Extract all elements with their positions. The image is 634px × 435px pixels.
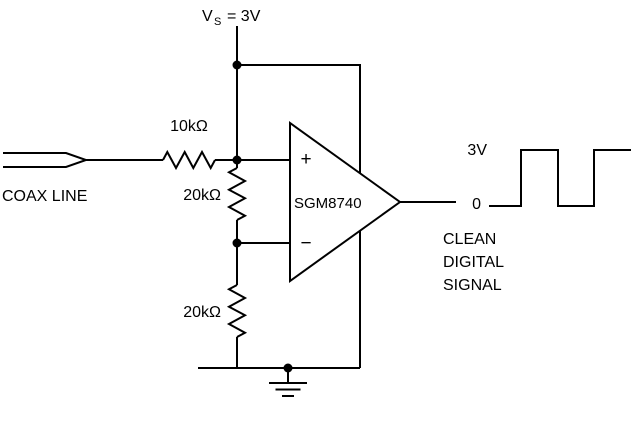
r1-value-label: 10kΩ (170, 118, 208, 135)
junction-dot-input (232, 155, 242, 165)
coax-connector-icon (3, 152, 90, 168)
inverting-input-marker: − (300, 233, 311, 254)
opamp-triangle (289, 121, 402, 283)
r3-value-label: 20kΩ (183, 304, 221, 321)
supply-voltage-subscript: S (214, 16, 221, 28)
wave-low-label: 0 (472, 196, 481, 213)
r2-value-label: 20kΩ (183, 187, 221, 204)
junction-dot-tap (232, 238, 242, 248)
opamp-part-label: SGM8740 (294, 195, 362, 212)
opamp-top-supply-wire (237, 64, 361, 174)
wave-high-label: 3V (467, 142, 487, 159)
square-wave-icon (489, 149, 631, 207)
output-caption-line3: SIGNAL (443, 277, 502, 294)
supply-voltage-label: V (202, 8, 213, 25)
resistor-r2-icon (226, 167, 248, 221)
junction-dot-top (232, 60, 242, 70)
resistor-r3-icon (226, 284, 248, 338)
output-caption-line2: DIGITAL (443, 254, 504, 271)
noninverting-input-marker: + (300, 149, 311, 170)
coax-line-label: COAX LINE (2, 188, 87, 205)
resistor-r1-icon (162, 149, 216, 171)
supply-voltage-value: = 3V (227, 8, 261, 25)
output-caption-line1: CLEAN (443, 231, 496, 248)
